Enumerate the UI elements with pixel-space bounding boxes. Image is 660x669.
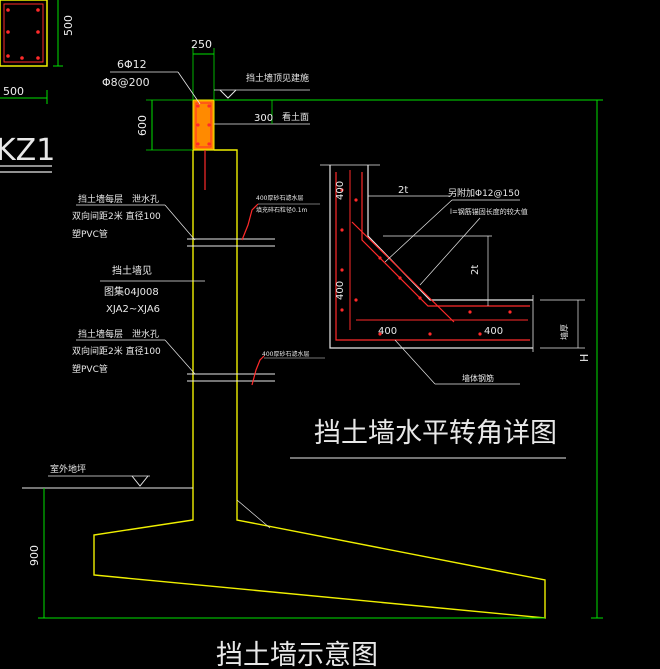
column-outline [0, 0, 48, 67]
drain-note-2: 挡土墙每层 泄水孔 [78, 328, 159, 340]
wall-rebar-note-1: 400厚砂石滤水层 [256, 194, 303, 202]
wall-ref-b: 图集04J008 [104, 285, 159, 298]
corner-note-bottom: 墙体钢筋 [462, 373, 494, 383]
column-rebar-cage [3, 3, 44, 63]
corner-note-top-b: l=钢筋锚固长度的较大值 [450, 207, 528, 216]
corner-detail-title: 挡土墙水平转角详图 [314, 418, 557, 449]
ground-label: 室外地坪 [50, 463, 86, 475]
beam-dim-300: 300 [254, 113, 273, 124]
column-kz1: 500 500 KZ1 [0, 0, 75, 173]
corner-lt-top: 2t [398, 185, 408, 196]
beam-dim-height: 600 [136, 115, 149, 136]
beam-top-label: 挡土墙顶见建施 [246, 72, 309, 84]
wall-ref: 挡土墙见 [112, 264, 152, 277]
retaining-wall: 250 600 6Φ12 Φ8@200 挡土墙顶见建施 300 看土面 400厚… [22, 38, 603, 619]
main-title: 挡土墙示意图 [216, 640, 378, 669]
drain-note-1: 挡土墙每层 泄水孔 [78, 193, 159, 205]
corner-dim-400-mid: 400 [335, 281, 346, 300]
dim-h: H [578, 354, 591, 362]
beam-ground-label: 看土面 [282, 111, 309, 123]
corner-lt-right: 2t [470, 265, 481, 275]
beam-rebar-stirrup: Φ8@200 [102, 76, 150, 89]
corner-wall-thickness: 墙厚 [559, 324, 569, 340]
corner-dim-400-bl: 400 [378, 326, 397, 337]
corner-note-top: 另附加Φ12@150 [448, 187, 520, 199]
drain-note-2c: 塑PVC管 [72, 363, 108, 375]
drain-note-1b: 双向间距2米 直径100 [72, 210, 161, 222]
column-dim-bottom: 500 [3, 85, 24, 98]
wall-ref-c: XJA2~XJA6 [106, 304, 160, 315]
column-label: KZ1 [0, 133, 55, 168]
wall-rebar-note-2: 400厚砂石滤水层 [262, 350, 309, 358]
beam-dim-width: 250 [191, 38, 212, 51]
column-dim-right: 500 [62, 15, 75, 36]
beam-rebar-main: 6Φ12 [117, 58, 147, 71]
drain-note-1c: 塑PVC管 [72, 228, 108, 240]
corner-detail: 2t 2t 400 400 400 400 另附加Φ12@150 l=钢筋锚固长… [290, 164, 585, 459]
drain-note-2b: 双向间距2米 直径100 [72, 345, 161, 357]
corner-dim-400-br: 400 [484, 326, 503, 337]
wall-rebar-note-1b: 填充碎石粒径0.1m [256, 206, 308, 214]
dim-900: 900 [28, 545, 41, 566]
corner-dim-400-top: 400 [335, 181, 346, 200]
